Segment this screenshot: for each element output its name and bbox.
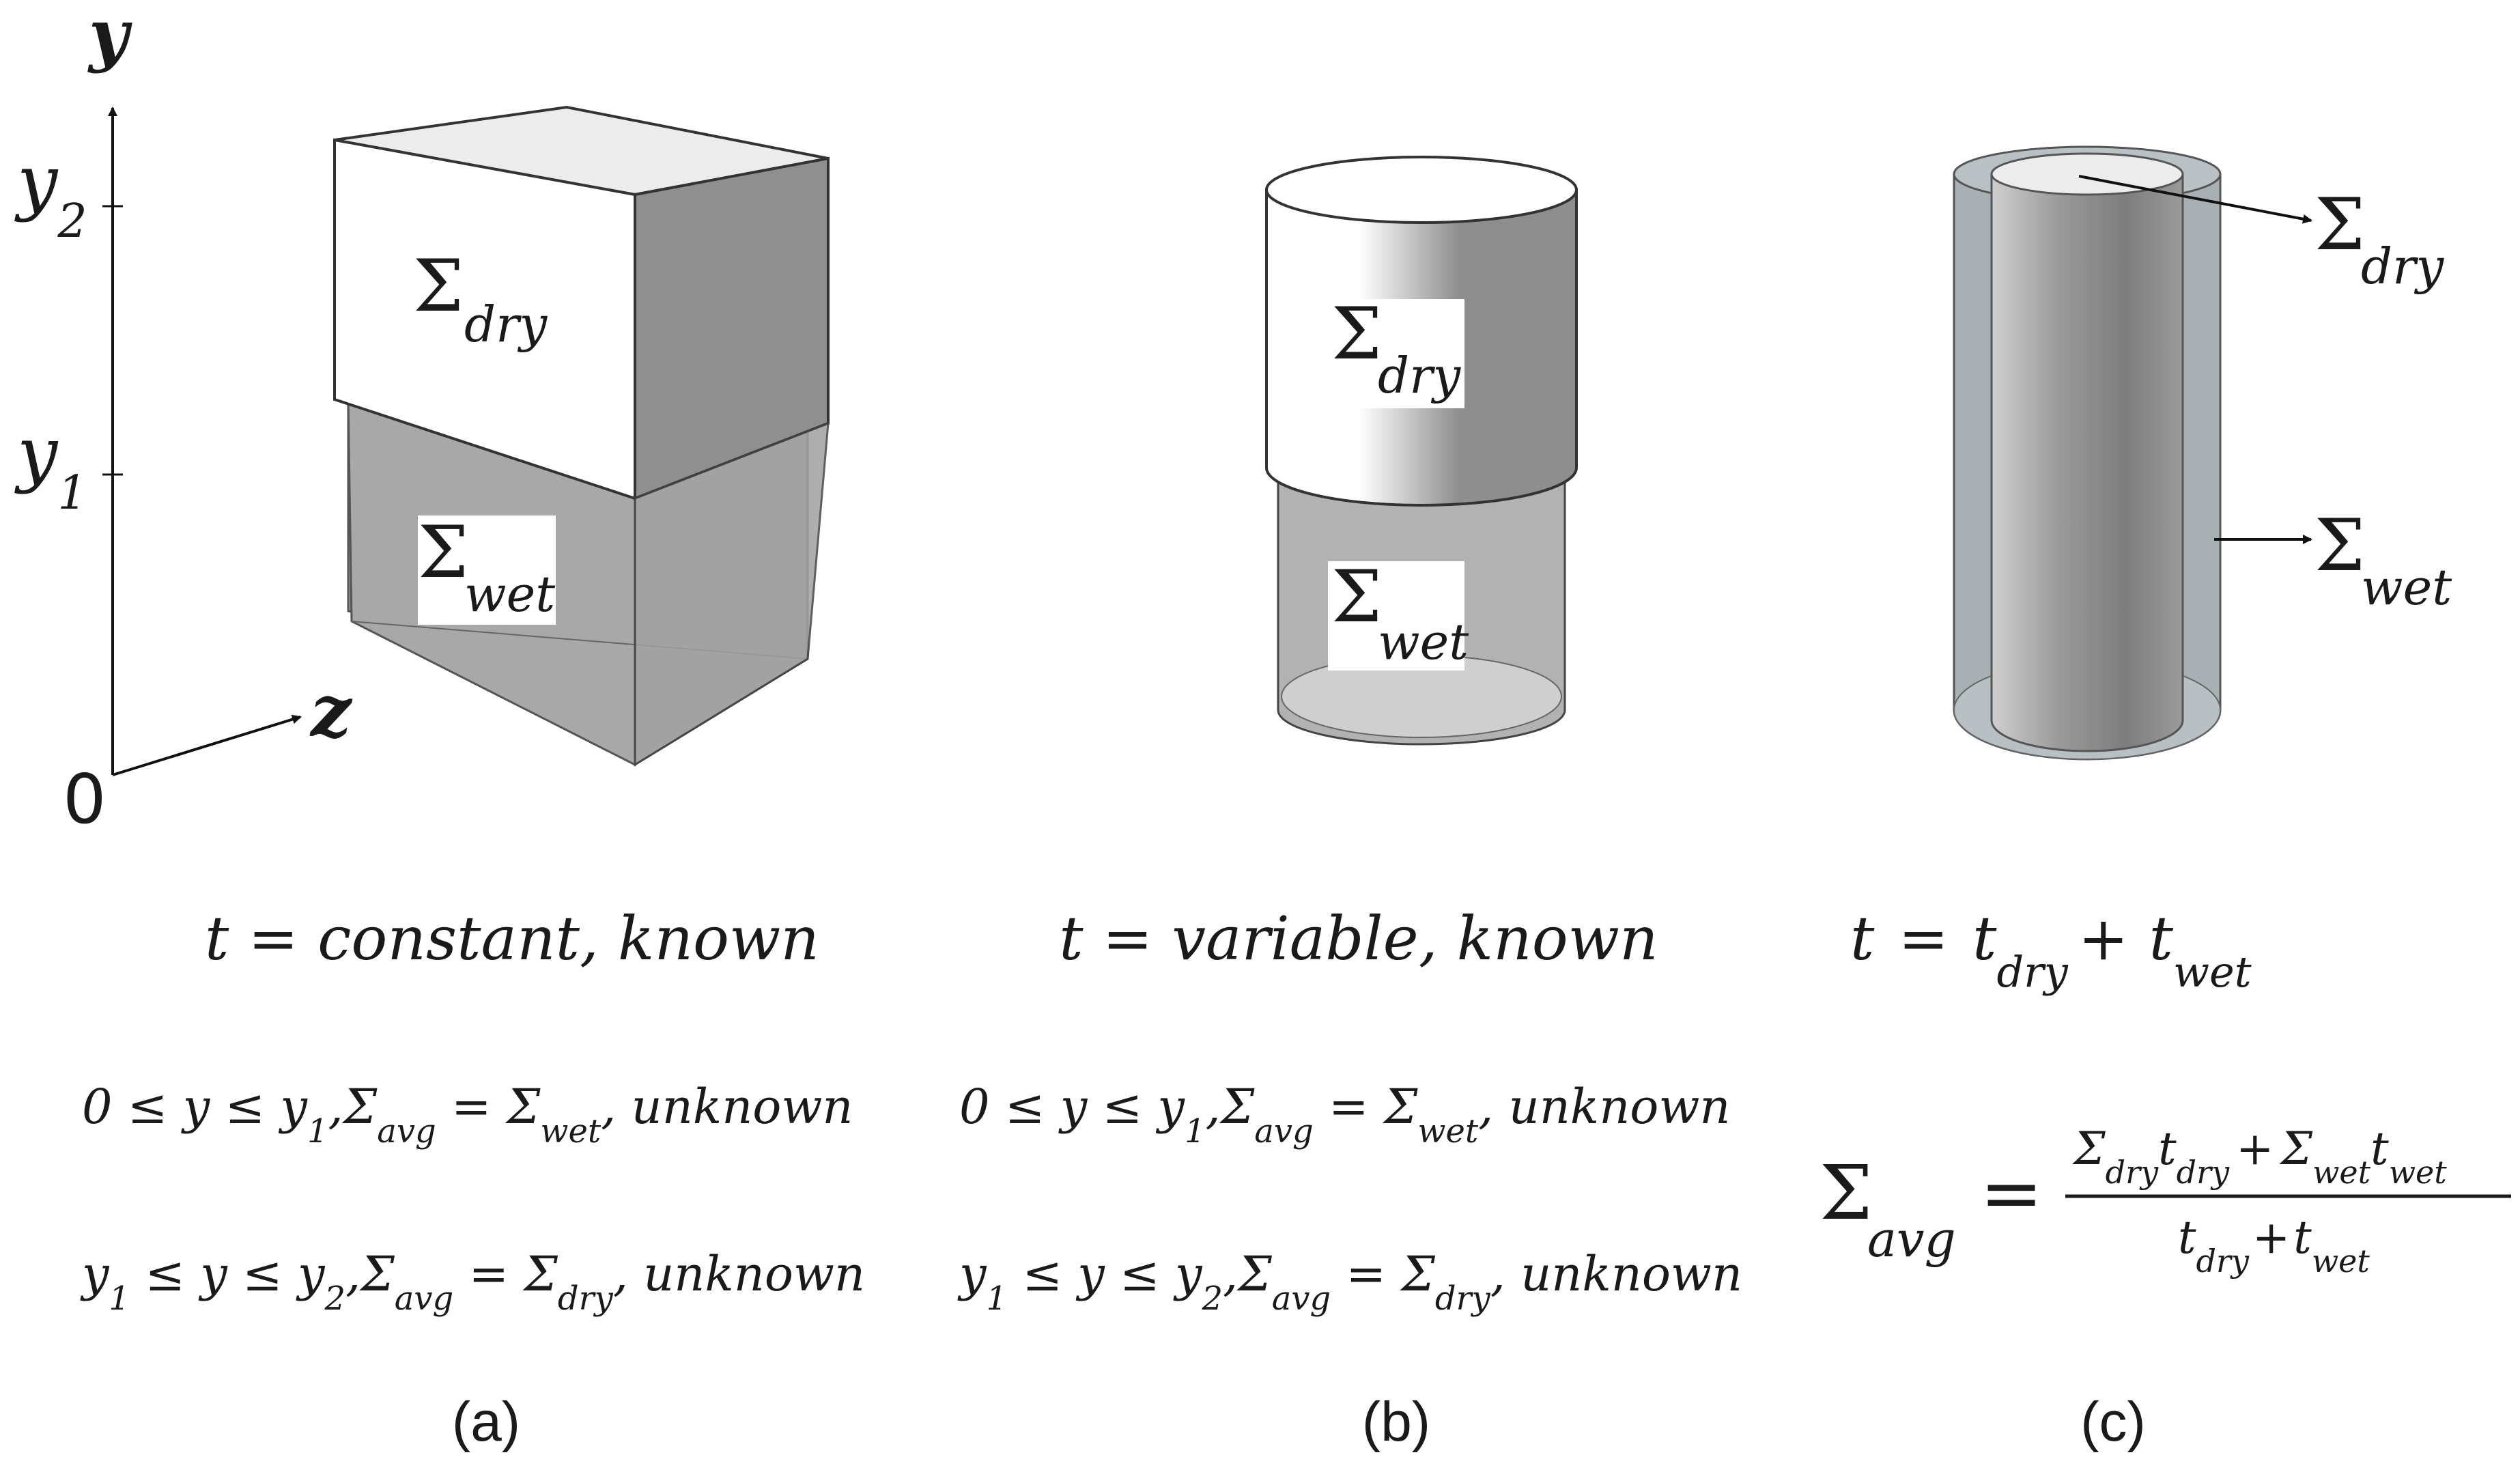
panel-a-caption: (a) — [452, 1391, 520, 1453]
cyl-c-inner-top — [1990, 152, 2184, 196]
box-sigma-dry-label: Σ dry — [413, 244, 548, 353]
cyl-b-sigma-wet-label: Σ wet — [1331, 555, 1469, 670]
z-axis-line — [112, 714, 302, 776]
cyl-c-sigma-dry-label: Σ dry — [2314, 183, 2445, 295]
svg-text:Σ: Σ — [1820, 1149, 1873, 1236]
panel-c-avg-formula: Σ avg = Σdrytdry+Σwettwet tdry+twet — [1820, 1122, 2511, 1280]
cyl-b-top — [1265, 156, 1578, 224]
y-axis-label: y — [87, 0, 132, 74]
axes: y z 0 y2 y1 — [14, 0, 353, 839]
svg-text:wet: wet — [2361, 559, 2452, 616]
cyl-b-wet-label-bg — [1328, 561, 1464, 670]
panel-c-caption: (c) — [2080, 1391, 2146, 1453]
origin-label: 0 — [63, 759, 107, 839]
cyl-b-sigma-dry-label: Σ dry — [1331, 292, 1462, 404]
y1-label: y1 — [14, 412, 87, 520]
panel-b-t-equation: t = variable, known — [1059, 903, 1658, 974]
svg-text:=: = — [1980, 1149, 2043, 1236]
cyl-c-sigma-wet-label: Σ wet — [2314, 504, 2452, 616]
svg-text:Σ: Σ — [1331, 555, 1382, 638]
svg-text:dry: dry — [2361, 238, 2445, 295]
box-wet-right-face — [634, 421, 830, 767]
avg-denominator: tdry+twet — [2178, 1211, 2370, 1280]
panel-c-t-equation: t=tdry+twet — [1850, 903, 2252, 997]
svg-text:wet: wet — [1378, 613, 1469, 670]
svg-text:Σ: Σ — [418, 511, 468, 594]
z-axis-label: z — [309, 668, 353, 753]
svg-text:Σ: Σ — [2314, 183, 2365, 266]
svg-text:wet: wet — [464, 565, 556, 623]
avg-numerator: Σdrytdry+Σwettwet — [2072, 1122, 2447, 1191]
cyl-b-dry-label-bg — [1328, 299, 1464, 408]
svg-text:Σ: Σ — [2314, 504, 2365, 587]
panel-a-condition-1: 0 ≤ y ≤ y1,Σavg = Σwet, unknown — [82, 1079, 853, 1150]
panel-b-cylinder: Σ dry Σ wet — [1265, 156, 1578, 746]
svg-text:dry: dry — [1378, 347, 1462, 404]
svg-text:Σ: Σ — [1331, 292, 1382, 376]
panel-b-condition-1: 0 ≤ y ≤ y1,Σavg = Σwet, unknown — [959, 1079, 1730, 1150]
panel-c-cylinders: Σ dry Σ wet — [1953, 145, 2452, 761]
svg-text:Σ: Σ — [413, 244, 464, 328]
box-sigma-wet-label: Σ wet — [418, 511, 556, 623]
svg-text:dry: dry — [464, 296, 548, 353]
panel-b-condition-2: y1 ≤ y ≤ y2,Σavg = Σdry, unknown — [957, 1246, 1742, 1318]
y2-label: y2 — [14, 140, 87, 249]
cyl-c-dry-arrow — [2078, 175, 2312, 224]
panel-a-t-equation: t = constant, known — [205, 903, 819, 974]
panel-a-condition-2: y1 ≤ y ≤ y2,Σavg = Σdry, unknown — [80, 1246, 865, 1318]
cyl-c-inner-body — [1990, 173, 2184, 752]
panel-a-box: Σ dry Σ wet — [333, 105, 830, 767]
panel-b-caption: (b) — [1362, 1391, 1430, 1453]
box-wet-label-bg — [418, 515, 556, 625]
svg-text:avg: avg — [1867, 1211, 1956, 1268]
